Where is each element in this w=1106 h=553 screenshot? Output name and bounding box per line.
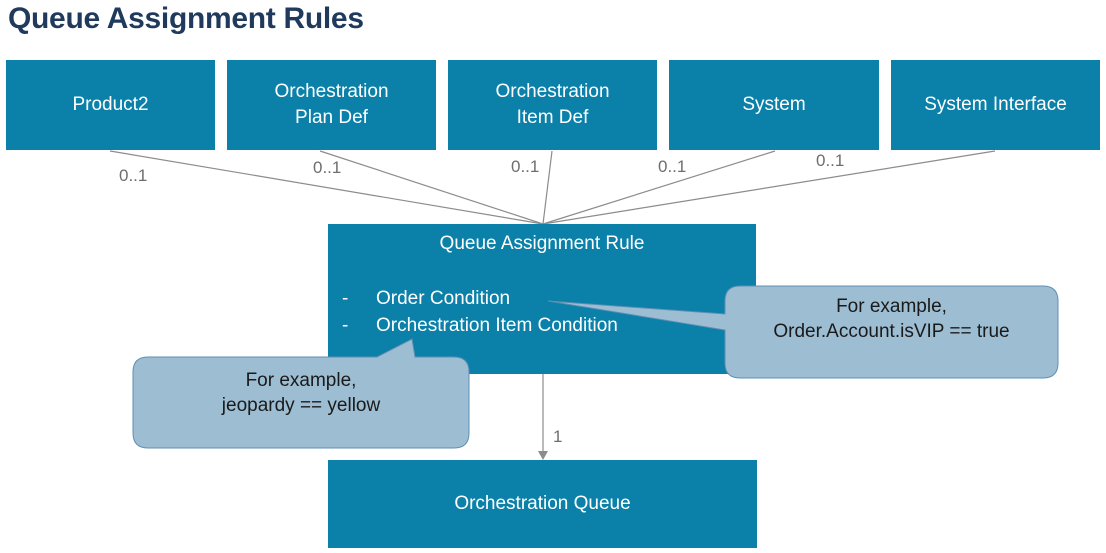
arrowhead xyxy=(538,451,548,460)
condition-item: - Order Condition xyxy=(342,288,510,310)
bullet: - xyxy=(342,288,349,309)
connector-plan-def xyxy=(319,150,544,225)
multiplicity-item-def: 0..1 xyxy=(511,157,540,176)
connector-system xyxy=(542,150,776,225)
multiplicity-system-interface: 0..1 xyxy=(816,151,845,170)
entity-label: Product2 xyxy=(72,94,149,115)
entity-product2: Product2 xyxy=(6,60,215,150)
connector-item-def xyxy=(542,150,553,225)
entity-orchestration-item-def: Orchestration Item Def xyxy=(448,60,657,150)
callout-item-shape xyxy=(132,338,470,449)
multiplicity-system: 0..1 xyxy=(658,157,687,176)
condition-text: Orchestration Item Condition xyxy=(376,315,618,336)
entity-label: System xyxy=(742,94,806,115)
callout-order: For example, Order.Account.isVIP == true xyxy=(725,294,1058,344)
callout-order-shape xyxy=(547,285,1059,379)
page-title: Queue Assignment Rules xyxy=(8,2,364,35)
entity-system-interface: System Interface xyxy=(891,60,1100,150)
condition-item: - Orchestration Item Condition xyxy=(342,315,618,337)
multiplicity-queue: 1 xyxy=(553,427,563,446)
callout-order-line1: For example, xyxy=(836,296,947,317)
callout-item: For example, jeopardy == yellow xyxy=(133,368,469,418)
connector-system-interface xyxy=(542,150,996,225)
callout-item-line2: jeopardy == yellow xyxy=(221,395,381,416)
multiplicity-plan-def: 0..1 xyxy=(313,158,342,177)
entity-system: System xyxy=(669,60,879,150)
orchestration-queue-box: Orchestration Queue xyxy=(328,460,757,548)
entity-orchestration-plan-def: Orchestration Plan Def xyxy=(227,60,436,150)
entity-label: System Interface xyxy=(924,94,1067,115)
multiplicity-product2: 0..1 xyxy=(119,166,148,185)
condition-text: Order Condition xyxy=(376,288,511,309)
callout-item-line1: For example, xyxy=(245,370,357,391)
callout-order-line2: Order.Account.isVIP == true xyxy=(773,321,1010,342)
entity-label: Orchestration Plan Def xyxy=(274,81,389,128)
rule-title: Queue Assignment Rule xyxy=(439,233,645,254)
connector-product2 xyxy=(109,150,544,225)
entity-label: Orchestration Item Def xyxy=(495,81,610,128)
bullet: - xyxy=(342,315,349,336)
queue-label: Orchestration Queue xyxy=(454,493,631,514)
